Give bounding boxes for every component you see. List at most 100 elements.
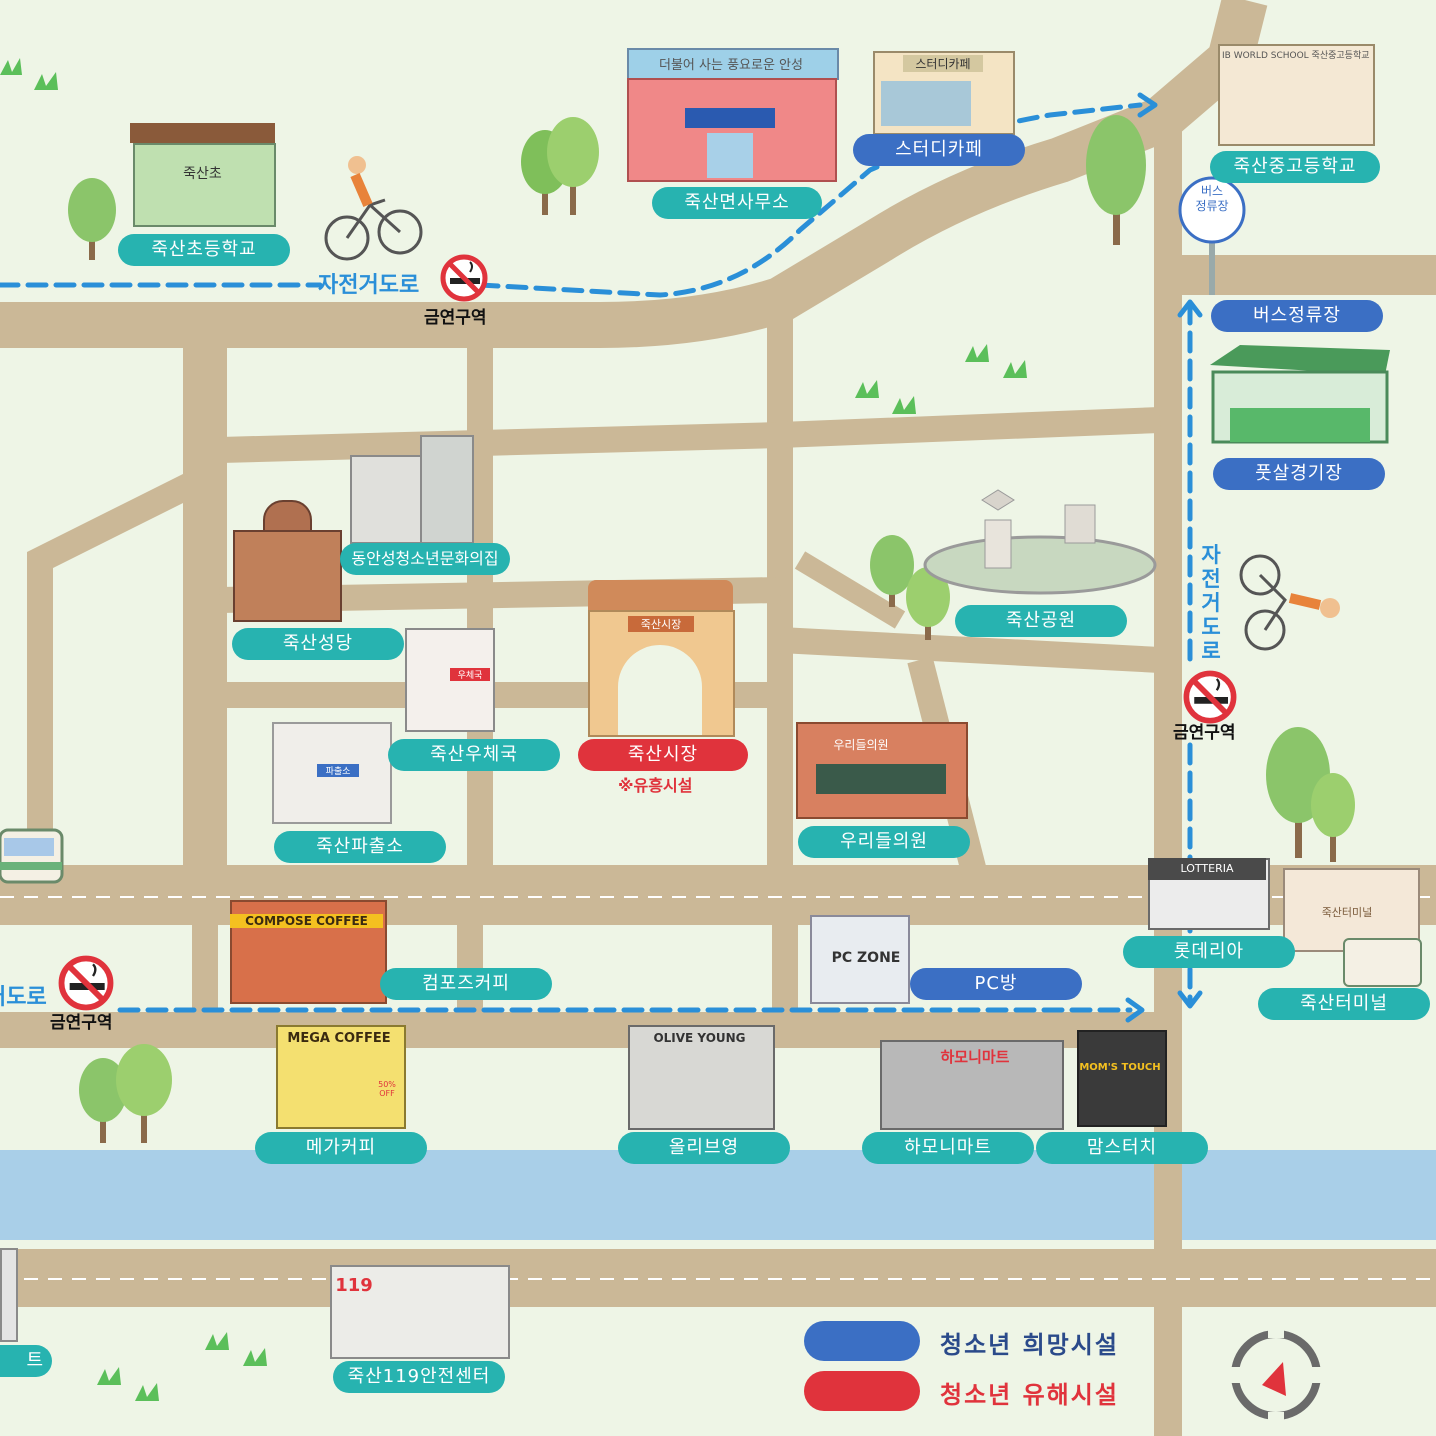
label-moms-touch[interactable]: 맘스터치	[1036, 1132, 1208, 1164]
bus-stop-sign-label: 버스 정류장	[1195, 184, 1229, 213]
tree-icon	[1311, 773, 1355, 862]
road-diag-park	[794, 551, 906, 629]
label-lotteria[interactable]: 롯데리아	[1123, 936, 1295, 968]
partial-building-left	[0, 1248, 18, 1342]
compose-sign: COMPOSE COFFEE	[230, 914, 383, 928]
label-terminal[interactable]: 죽산터미널	[1258, 988, 1430, 1020]
tree-icon	[116, 1044, 172, 1143]
tree-icon	[79, 1058, 127, 1143]
road-diag-left	[27, 458, 226, 895]
legend-hope-swatch	[804, 1321, 920, 1361]
moms-touch-building: MOM'S TOUCH	[1077, 1030, 1167, 1127]
label-market[interactable]: 죽산시장	[578, 739, 748, 771]
sale-sign: 50% OFF	[378, 1080, 396, 1098]
market-sign: 죽산시장	[628, 616, 694, 632]
grass-icon	[34, 72, 58, 90]
tree-icon	[906, 567, 950, 640]
tree-icon	[68, 178, 116, 260]
bike-road-label-right: 자전거도로	[1201, 543, 1221, 663]
fire-station-building: 119	[330, 1235, 510, 1359]
ib-sign: IB WORLD SCHOOL 죽산중고등학교	[1222, 51, 1370, 61]
compose-coffee-building: COMPOSE COFFEE	[230, 900, 387, 1004]
label-compose-coffee[interactable]: 컴포즈커피	[380, 968, 552, 1000]
bus-stop-sign-text: 버스 정류장	[1186, 184, 1238, 228]
route-arrow-right	[1125, 997, 1145, 1023]
label-myeon-office[interactable]: 죽산면사무소	[652, 187, 822, 219]
label-clinic[interactable]: 우리들의원	[798, 826, 970, 858]
label-youth-center[interactable]: 동안성청소년문화의집	[340, 543, 510, 575]
study-cafe-building: 스터디카페	[873, 51, 1015, 135]
park-pond	[923, 489, 1157, 595]
study-cafe-sign: 스터디카페	[903, 55, 983, 72]
post-sign: 우체국	[450, 668, 490, 681]
bike-road-label-left: 거도로	[0, 985, 47, 1010]
elementary-school-building: 죽산초	[130, 123, 276, 228]
label-elementary-school[interactable]: 죽산초등학교	[118, 234, 290, 266]
terminal-building: 죽산터미널	[1283, 868, 1422, 988]
road-h5	[779, 627, 1161, 673]
label-bus-stop[interactable]: 버스정류장	[1211, 300, 1383, 332]
grass-icon	[243, 1348, 267, 1366]
cyclist-icon	[1239, 554, 1340, 651]
police-building: 파출소	[272, 712, 392, 824]
label-partial-left[interactable]: 트	[0, 1345, 52, 1377]
tree-icon	[1086, 115, 1146, 245]
label-park[interactable]: 죽산공원	[955, 605, 1127, 637]
bus-stop-sign	[1178, 176, 1246, 295]
market-warning: ※유흥시설	[618, 776, 693, 795]
lotteria-sign: LOTTERIA	[1148, 858, 1266, 880]
compass-icon	[1230, 1328, 1322, 1422]
tree-icon	[870, 535, 914, 607]
office-banner: 더불어 사는 풍요로운 안성	[659, 58, 803, 73]
label-futsal-field[interactable]: 풋살경기장	[1213, 458, 1385, 490]
label-pc-room[interactable]: PC방	[910, 968, 1082, 1000]
futsal-field	[1210, 345, 1390, 444]
pc-zone-sign: PC ZONE	[831, 950, 901, 966]
mega-coffee-building: MEGA COFFEE 50% OFF	[276, 1025, 406, 1129]
tree-icon	[547, 117, 599, 215]
bus-icon	[0, 828, 64, 884]
mega-sign: MEGA COFFEE	[287, 1031, 391, 1046]
label-study-cafe[interactable]: 스터디카페	[853, 134, 1025, 166]
grass-icon	[965, 344, 989, 362]
myeon-office-building: 더불어 사는 풍요로운 안성	[627, 48, 839, 183]
label-middle-high-school[interactable]: 죽산중고등학교	[1210, 151, 1380, 183]
label-fire-station[interactable]: 죽산119안전센터	[333, 1361, 505, 1393]
youth-center-building	[350, 435, 474, 544]
label-church[interactable]: 죽산성당	[232, 628, 404, 660]
terminal-sign: 죽산터미널	[1321, 906, 1373, 919]
label-olive-young[interactable]: 올리브영	[618, 1132, 790, 1164]
middle-high-school-building: IB WORLD SCHOOL 죽산중고등학교	[1218, 44, 1375, 146]
label-mega-coffee[interactable]: 메가커피	[255, 1132, 427, 1164]
route-arrow-down	[1177, 990, 1203, 1009]
grass-icon	[1003, 360, 1027, 378]
no-smoking-label-top: 금연구역	[424, 308, 487, 328]
post-office-building: 우체국	[405, 628, 495, 732]
lotteria-building: LOTTERIA	[1148, 858, 1270, 930]
moms-sign: MOM'S TOUCH	[1079, 1062, 1161, 1073]
legend-hope-text: 청소년 희망시설	[940, 1331, 1119, 1359]
river	[0, 1150, 1436, 1240]
clinic-sign: 우리들의원	[833, 738, 889, 752]
clinic-building: 우리들의원	[796, 722, 968, 819]
olive-sign: OLIVE YOUNG	[653, 1031, 746, 1045]
pc-room-building: PC ZONE	[810, 905, 910, 1004]
legend-harmful-text: 청소년 유해시설	[940, 1381, 1119, 1409]
no-smoking-label-left: 금연구역	[50, 1013, 113, 1033]
no-smoking-icon	[1183, 670, 1237, 724]
label-post-office[interactable]: 죽산우체국	[388, 739, 560, 771]
no-smoking-label-right: 금연구역	[1173, 723, 1236, 743]
olive-young-building: OLIVE YOUNG	[628, 1025, 775, 1130]
label-harmony-mart[interactable]: 하모니마트	[862, 1132, 1034, 1164]
route-arrow-up	[1177, 299, 1203, 318]
grass-icon	[97, 1367, 121, 1385]
grass-icon	[855, 380, 879, 398]
fire-sign: 119	[335, 1275, 373, 1296]
legend-harmful-swatch	[804, 1371, 920, 1411]
market-gate: 죽산시장	[588, 580, 735, 737]
harmony-sign: 하모니마트	[940, 1048, 1010, 1066]
label-police[interactable]: 죽산파출소	[274, 831, 446, 863]
route-arrow-top	[1137, 92, 1158, 118]
grass-icon	[892, 396, 916, 414]
